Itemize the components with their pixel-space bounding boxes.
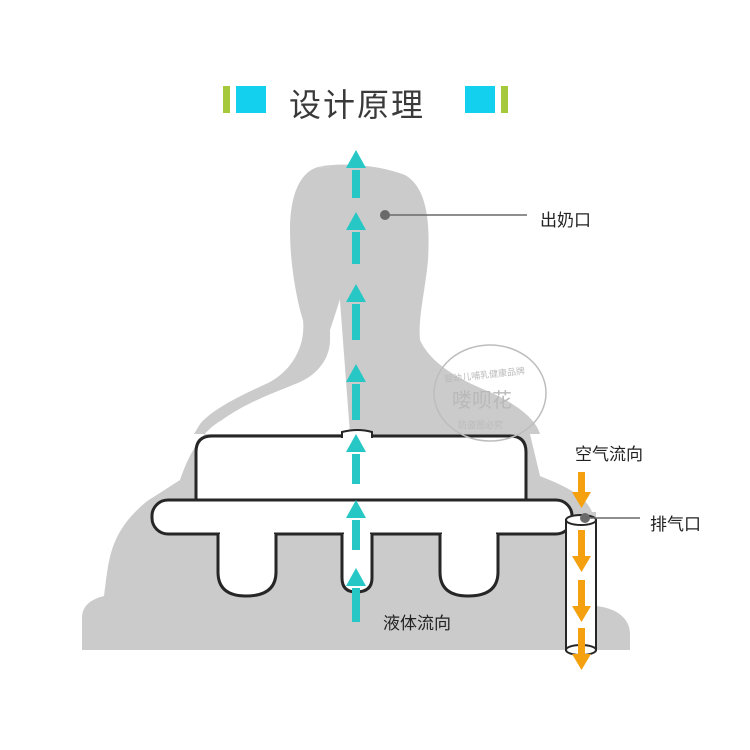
air-arrow [572, 492, 591, 508]
liquid-flow-label: 液体流向 [383, 614, 451, 634]
liquid-arrow-dash [352, 588, 360, 622]
leg-seam-right [442, 530, 496, 538]
valve-leg-right [438, 534, 500, 598]
air-arrow-dash [578, 530, 585, 556]
nipple-silhouette-right-half [318, 164, 540, 434]
air-flow-arrows [572, 472, 591, 670]
watermark-line-2: 喽呗花 [452, 388, 512, 412]
title-accent-left-cyan [236, 86, 266, 113]
air-arrow-dash [578, 472, 585, 492]
liquid-arrow [346, 150, 366, 168]
watermark-seal [433, 344, 547, 442]
liquid-arrow-dash [352, 304, 360, 340]
air-vent-label: 排气口 [650, 515, 701, 535]
diagram-title: 设计原理 [289, 86, 426, 124]
liquid-arrow-dash [352, 232, 360, 264]
liquid-arrow-dash [352, 384, 360, 420]
liquid-arrow [346, 500, 366, 518]
liquid-arrow-dash [352, 520, 360, 550]
cap-notch [341, 429, 373, 438]
title-accent-right-cyan [465, 86, 495, 113]
title-accent-left-green [223, 86, 230, 113]
liquid-arrow [346, 434, 366, 452]
liquid-arrow [346, 364, 366, 382]
air-arrow [572, 606, 591, 622]
valve-leg-left [216, 534, 278, 598]
liquid-arrow [346, 568, 366, 586]
watermark-line-3: 防盗图必究 [458, 421, 504, 431]
air-arrow [572, 654, 591, 670]
milk-outlet-label: 出奶口 [540, 211, 591, 231]
liquid-arrow-dash [352, 454, 360, 484]
title-accent-right-green [501, 86, 508, 113]
liquid-arrow-dash [352, 170, 360, 198]
air-arrow-dash [578, 628, 585, 654]
leg-seam-left [220, 530, 274, 538]
air-arrow-dash [578, 580, 585, 606]
liquid-arrow [346, 284, 366, 302]
air-flow-label: 空气流向 [575, 445, 643, 465]
liquid-flow-arrows [346, 150, 366, 622]
air-arrow [572, 556, 591, 572]
liquid-arrow [346, 212, 366, 230]
